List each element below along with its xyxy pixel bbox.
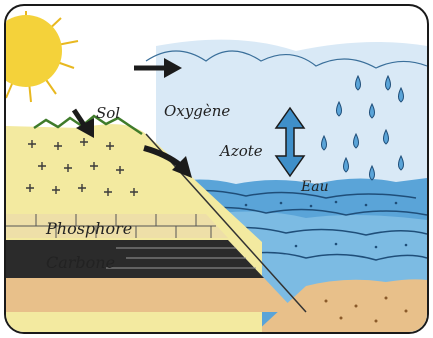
label-carbone: Carbone: [46, 253, 115, 272]
illustration-frame: Sol Oxygène Azote Eau Phosphore Carbone: [4, 4, 429, 334]
label-phosphore: Phosphore: [45, 219, 132, 238]
label-sol: Sol: [96, 104, 120, 122]
ecosystem-scene: Sol Oxygène Azote Eau Phosphore Carbone: [6, 6, 427, 332]
sun-icon: [6, 11, 78, 102]
label-oxygene: Oxygène: [164, 102, 230, 120]
carbon-layer: [6, 240, 264, 278]
label-eau: Eau: [300, 179, 329, 195]
label-azote: Azote: [218, 142, 263, 160]
bottom-layer: [6, 278, 296, 312]
